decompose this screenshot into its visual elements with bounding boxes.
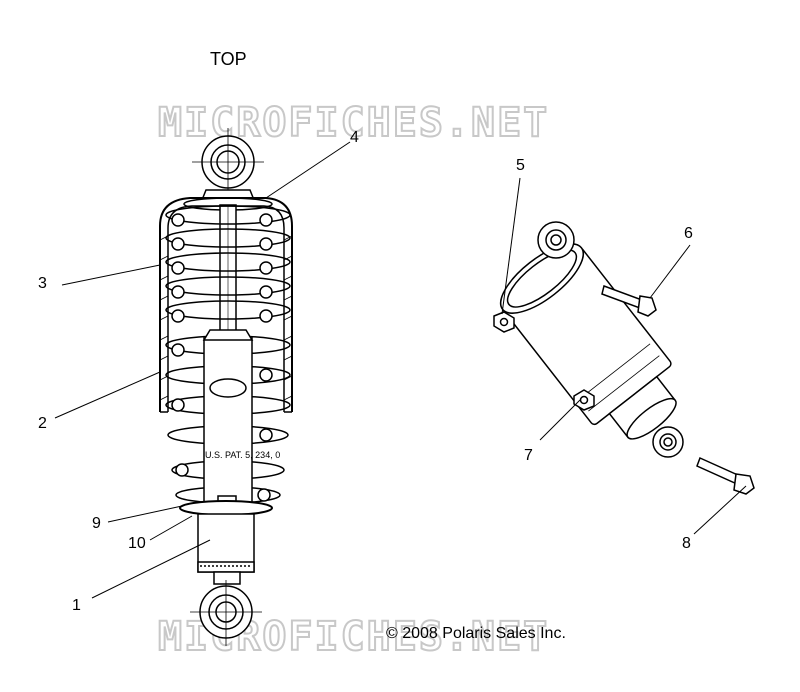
callout-7: 7 bbox=[524, 447, 533, 464]
lower-nut bbox=[573, 389, 595, 411]
callout-5: 5 bbox=[516, 157, 525, 174]
left-shock-assembly bbox=[159, 128, 293, 646]
copyright-notice: © 2008 Polaris Sales Inc. bbox=[386, 625, 566, 642]
callout-10: 10 bbox=[128, 535, 146, 552]
spring-cover bbox=[159, 197, 293, 413]
right-shock-assembly bbox=[493, 221, 755, 495]
bottom-eye-mount bbox=[190, 580, 262, 646]
spring bbox=[165, 205, 291, 504]
callout-8: 8 bbox=[682, 535, 691, 552]
upper-nut bbox=[493, 311, 515, 333]
leader-lines bbox=[54, 141, 747, 599]
view-label-top: TOP bbox=[210, 49, 247, 69]
patent-stamp: U.S. PAT. 5, 234, 0 bbox=[205, 450, 280, 460]
callout-2: 2 bbox=[38, 415, 47, 432]
callout-6: 6 bbox=[684, 225, 693, 242]
callout-1: 1 bbox=[72, 597, 81, 614]
callout-3: 3 bbox=[38, 275, 47, 292]
top-eye-mount bbox=[192, 128, 264, 196]
shock-body bbox=[202, 329, 254, 511]
lower-bolt bbox=[696, 456, 755, 495]
callout-9: 9 bbox=[92, 515, 101, 532]
upper-bolt bbox=[601, 285, 657, 317]
callout-4: 4 bbox=[350, 129, 359, 146]
